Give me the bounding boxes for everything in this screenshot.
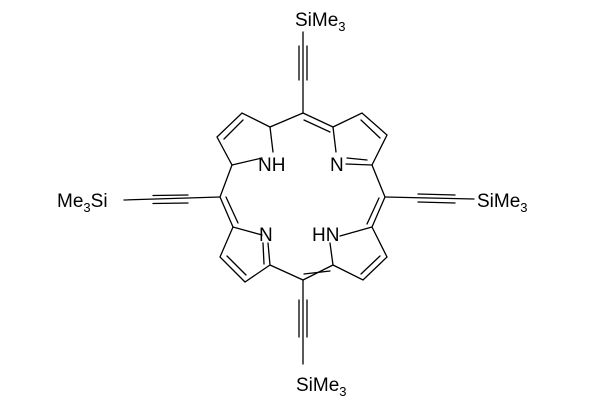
substituent-top: SiMe3: [295, 10, 346, 34]
substituent-right: SiMe3: [477, 191, 528, 215]
atom-nh-top-left: NH: [258, 155, 285, 176]
atom-n-bottom-left: N: [259, 225, 273, 246]
substituent-bottom: SiMe3: [296, 375, 347, 399]
substituent-left: Me3Si: [57, 191, 108, 215]
atom-n-top-right: N: [330, 155, 344, 176]
alkyne-bonds: [123, 31, 475, 365]
porphyrin-bonds: [216, 112, 388, 283]
atom-hn-bottom-right: HN: [312, 225, 339, 246]
